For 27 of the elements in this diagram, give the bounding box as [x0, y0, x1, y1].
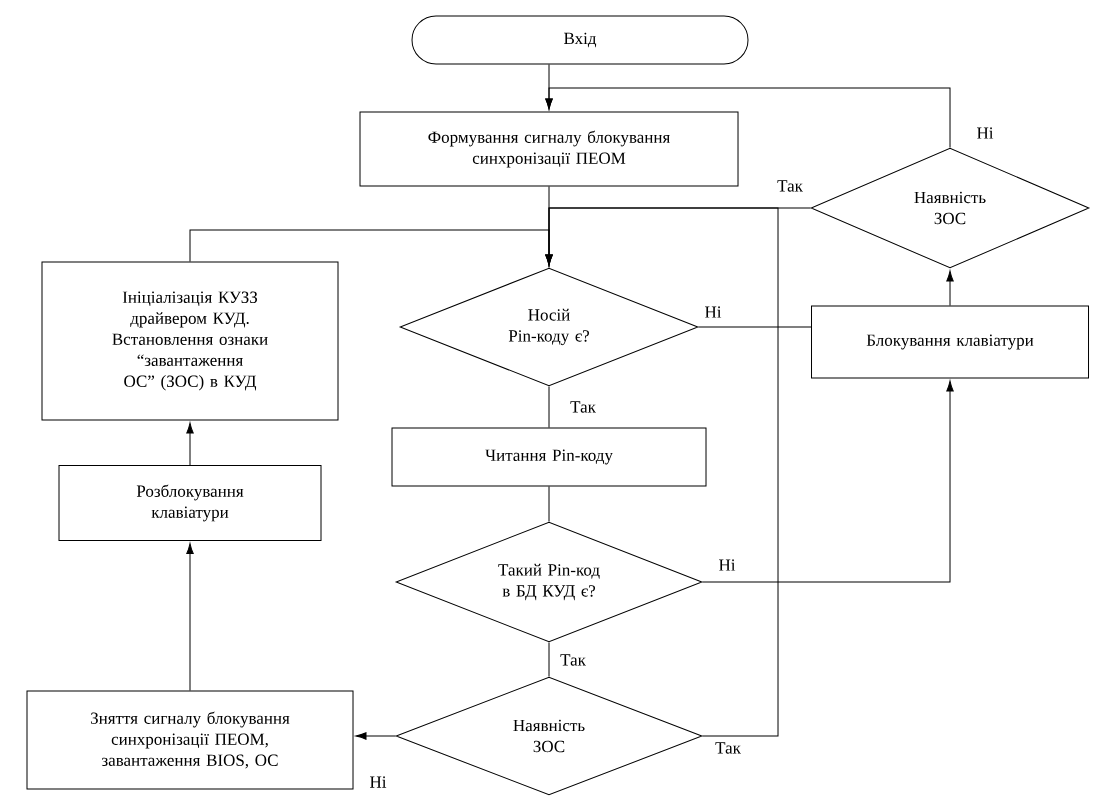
- process-box: Зняття сигналу блокування синхронізації ПЕОМ, завантаження BIOS, ОС: [26, 690, 354, 790]
- edge-label: Ні: [977, 127, 994, 139]
- connector-line: [548, 642, 550, 677]
- edge-label: Так: [715, 742, 741, 754]
- connector-line: [698, 326, 812, 328]
- arrow: [186, 422, 194, 466]
- arrow: [702, 380, 954, 583]
- connector-line: [548, 486, 550, 522]
- arrow: [545, 87, 951, 148]
- edge-label: Так: [570, 401, 596, 413]
- process-box: Розблокування клавіатури: [58, 465, 322, 541]
- connector-line: [548, 386, 550, 428]
- edge-label: Так: [560, 654, 586, 666]
- arrow: [355, 732, 396, 740]
- arrow: [545, 207, 779, 737]
- arrow: [946, 270, 954, 306]
- arrow: [186, 543, 194, 691]
- edge-label: Ні: [705, 306, 722, 318]
- edge-label: Так: [777, 180, 803, 192]
- process-box: Блокування клавіатури: [811, 305, 1089, 379]
- edge-label: Ні: [719, 559, 736, 571]
- process-box: Формування сигналу блокування синхронізації ПЕОМ: [359, 111, 739, 187]
- edge-label: Ні: [370, 776, 387, 788]
- process-box: Читання Pin-коду: [391, 427, 707, 487]
- start-terminal: Вхід: [411, 15, 749, 65]
- process-box: Ініціалізація КУЗЗ драйвером КУД. Встановлення ознаки “завантаження ОС” (ЗОС) в КУД: [41, 261, 339, 421]
- connector-line: [548, 186, 550, 268]
